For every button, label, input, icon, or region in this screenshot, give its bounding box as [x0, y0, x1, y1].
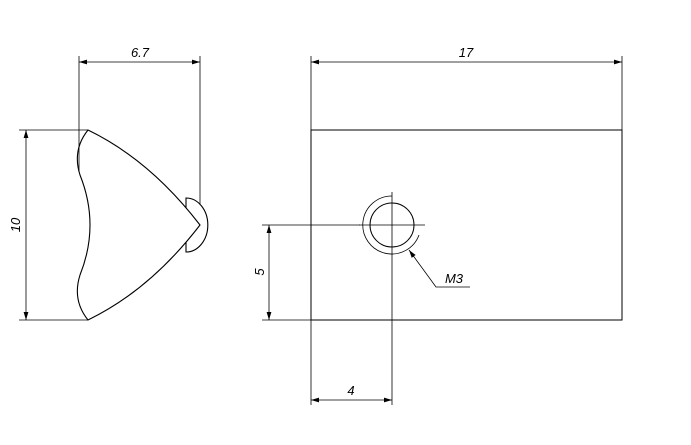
- side-height-label: 10: [8, 217, 23, 232]
- front-view: 17 5 4 M3: [252, 45, 623, 405]
- hole-height-label: 5: [252, 268, 267, 276]
- hole-thread-arc: [362, 195, 420, 255]
- side-width-label: 6.7: [131, 45, 150, 60]
- thread-callout-label: M3: [445, 271, 464, 286]
- thread-leader-line: [408, 249, 470, 288]
- side-view-profile: [76, 129, 201, 321]
- threaded-hole: [359, 192, 425, 405]
- front-width-label: 17: [459, 45, 474, 60]
- side-view: 6.7 10: [8, 45, 209, 321]
- hole-offset-label: 4: [347, 383, 354, 398]
